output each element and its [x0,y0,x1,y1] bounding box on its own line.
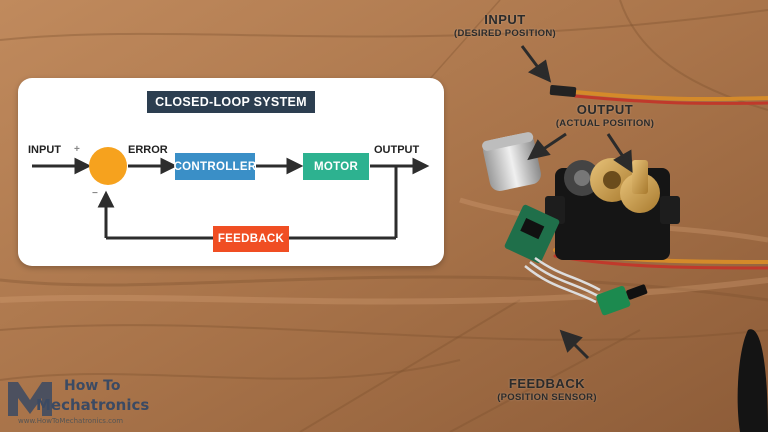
feedback-label: FEEDBACK (POSITION SENSOR) [482,376,612,403]
summing-junction [89,147,127,185]
diagram-output-label: OUTPUT [374,144,420,156]
output-label: OUTPUT (ACTUAL POSITION) [545,102,665,129]
watermark-url: www.HowToMechatronics.com [18,417,124,425]
diagram-input-label: INPUT [28,144,61,156]
minus-sign: − [92,188,98,199]
input-label: INPUT (DESIRED POSITION) [440,12,570,39]
motor-label: MOTOR [313,160,359,173]
watermark-line2: Mechatronics [36,396,150,414]
closed-loop-diagram-card: CLOSED-LOOP SYSTEM INPUT + − ERROR OUTPU… [18,78,444,266]
feedback-label-subtitle: (POSITION SENSOR) [497,392,597,403]
motor-block: MOTOR [303,153,369,180]
mechatronics-logo-icon [8,382,52,416]
diagram-title: CLOSED-LOOP SYSTEM [147,91,315,113]
output-label-subtitle: (ACTUAL POSITION) [555,118,655,129]
feedback-block-label: FEEDBACK [217,233,285,245]
controller-label: CONTROLLER [173,160,257,173]
diagram-title-text: CLOSED-LOOP SYSTEM [155,95,307,109]
feedback-label-title: FEEDBACK [508,376,586,391]
controller-block: CONTROLLER [173,153,257,180]
diagram-error-label: ERROR [128,144,168,156]
watermark-line1: How To [64,378,121,394]
input-label-subtitle: (DESIRED POSITION) [454,28,556,39]
howtomechatronics-watermark: How To Mechatronics www.HowToMechatronic… [6,376,149,430]
feedback-block: FEEDBACK [213,226,289,252]
plus-sign: + [74,144,80,155]
output-label-title: OUTPUT [576,102,634,117]
input-label-title: INPUT [484,12,526,27]
